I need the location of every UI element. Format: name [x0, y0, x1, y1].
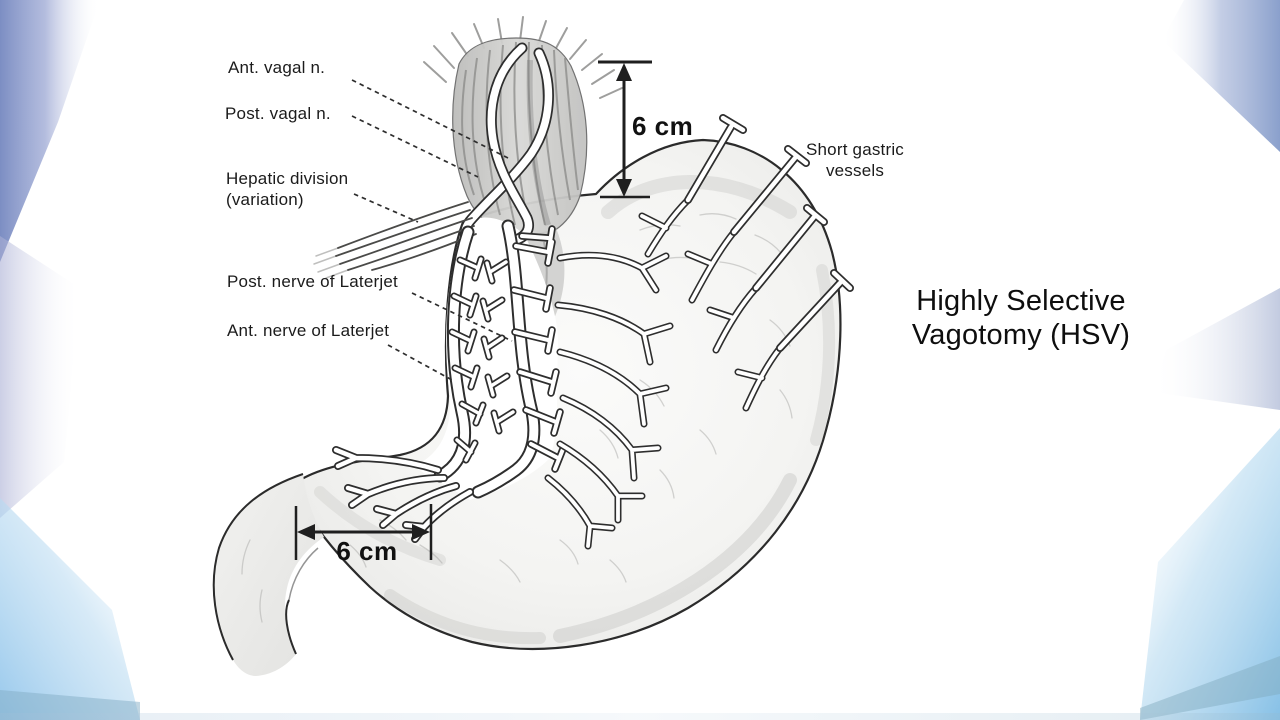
label-hepatic-division-line2: (variation) [226, 190, 304, 209]
dimension-indicators [294, 60, 652, 560]
leader-hepatic-division [353, 193, 419, 223]
crows-foot-branches [332, 446, 474, 543]
measurement-antral-6cm: 6 cm [336, 536, 398, 566]
measurement-esophageal-6cm: 6 cm [632, 111, 694, 141]
label-ant-nerve-laterjet: Ant. nerve of Laterjet [227, 321, 390, 340]
short-gastric-vessels-pins [638, 114, 854, 412]
divided-branch-stumps [448, 225, 567, 473]
antral-6cm-indicator [294, 504, 433, 560]
duodenum [212, 473, 324, 676]
esophagus-cut-fringe [423, 16, 623, 99]
label-short-gastric-line1: Short gastric [805, 140, 905, 159]
leader-ant-laterjet [387, 344, 453, 381]
label-post-vagal-nerve: Post. vagal n. [225, 104, 331, 123]
gastric-wall-vessels [544, 251, 674, 550]
leader-post-vagal [351, 115, 479, 178]
slide-title-line2: Vagotomy (HSV) [911, 319, 1131, 351]
leader-ant-vagal [351, 79, 509, 159]
label-leader-lines [351, 79, 513, 381]
label-post-nerve-laterjet: Post. nerve of Laterjet [227, 272, 398, 291]
esophageal-6cm-indicator [598, 60, 652, 199]
slide-bottom-edge [0, 713, 1280, 720]
label-hepatic-division-line1: Hepatic division [226, 169, 349, 188]
slide-title-line1: Highly Selective [916, 285, 1126, 317]
leader-post-laterjet [411, 292, 513, 342]
divided-vessel-pin [684, 114, 854, 352]
label-short-gastric-vessels: Short gastric vessels [775, 139, 935, 181]
label-ant-vagal-nerve: Ant. vagal n. [228, 58, 326, 77]
label-short-gastric-line2: vessels [825, 161, 885, 180]
label-hepatic-division: Hepatic division (variation) [226, 168, 348, 210]
slide-title: Highly Selective Vagotomy (HSV) [890, 284, 1152, 352]
